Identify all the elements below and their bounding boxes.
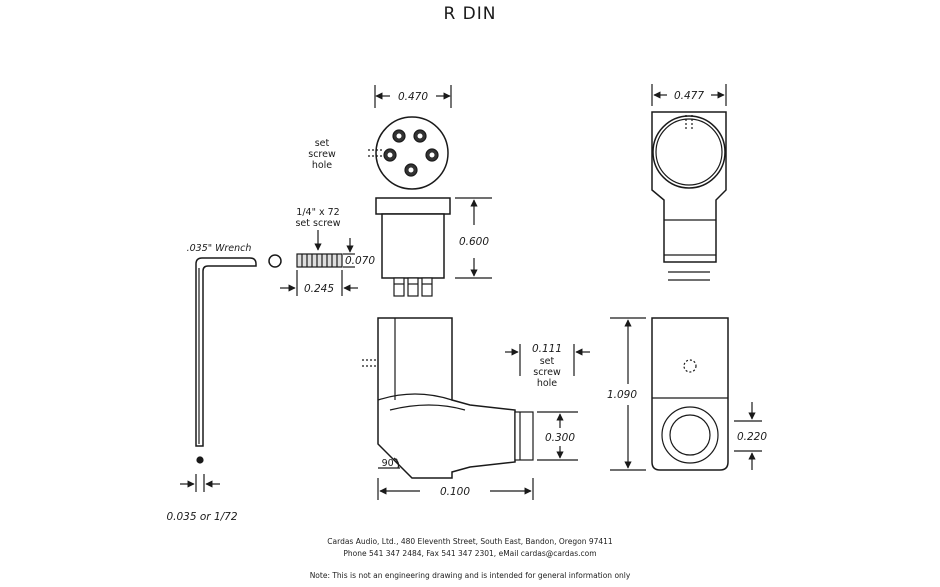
screw-spec-label-2: set screw [295, 218, 340, 229]
set-hole-label-1: set [540, 356, 555, 367]
dim-bottom-width: 0.100 [440, 486, 470, 498]
elbow-rear-view [651, 317, 729, 471]
wrench-label: .035" Wrench [187, 243, 252, 254]
side-top-view [651, 111, 727, 281]
dim-set-screw-len: 0.245 [304, 283, 334, 295]
dim-side-offset: 0.220 [737, 431, 767, 443]
dim-side-height: 1.090 [607, 389, 637, 401]
dim-right-width: 0.477 [674, 90, 704, 102]
set-hole-label-2: screw [533, 367, 561, 378]
set-screw-hole-label-1: set [315, 138, 330, 149]
set-screw-hole-label-3: hole [312, 160, 332, 171]
din-face-view [368, 116, 449, 190]
dim-front-height: 0.300 [545, 432, 575, 444]
angle-label: 90° [382, 458, 399, 469]
elbow-side-view [362, 317, 534, 479]
dim-set-hole-offset: 0.111 [532, 343, 562, 355]
set-hole-label-3: hole [537, 378, 557, 389]
dim-body-height: 0.600 [459, 236, 489, 248]
footer-address: Cardas Audio, Ltd., 480 Eleventh Street,… [327, 537, 613, 546]
drawing-title: R DIN [443, 4, 497, 24]
set-screw-hole-label-2: screw [308, 149, 336, 160]
footer-contact: Phone 541 347 2484, Fax 541 347 2301, eM… [343, 549, 597, 558]
screw-spec-label-1: 1/4" x 72 [296, 207, 339, 218]
footer-note: Note: This is not an engineering drawing… [309, 571, 631, 580]
set-screw [296, 253, 343, 268]
dim-top-width: 0.470 [398, 91, 428, 103]
dim-set-screw-dia: 0.070 [345, 255, 375, 267]
dim-wrench-size: 0.035 or 1/72 [166, 511, 237, 523]
body-front-view [375, 197, 451, 297]
washer [268, 254, 282, 268]
allen-wrench [195, 257, 257, 447]
